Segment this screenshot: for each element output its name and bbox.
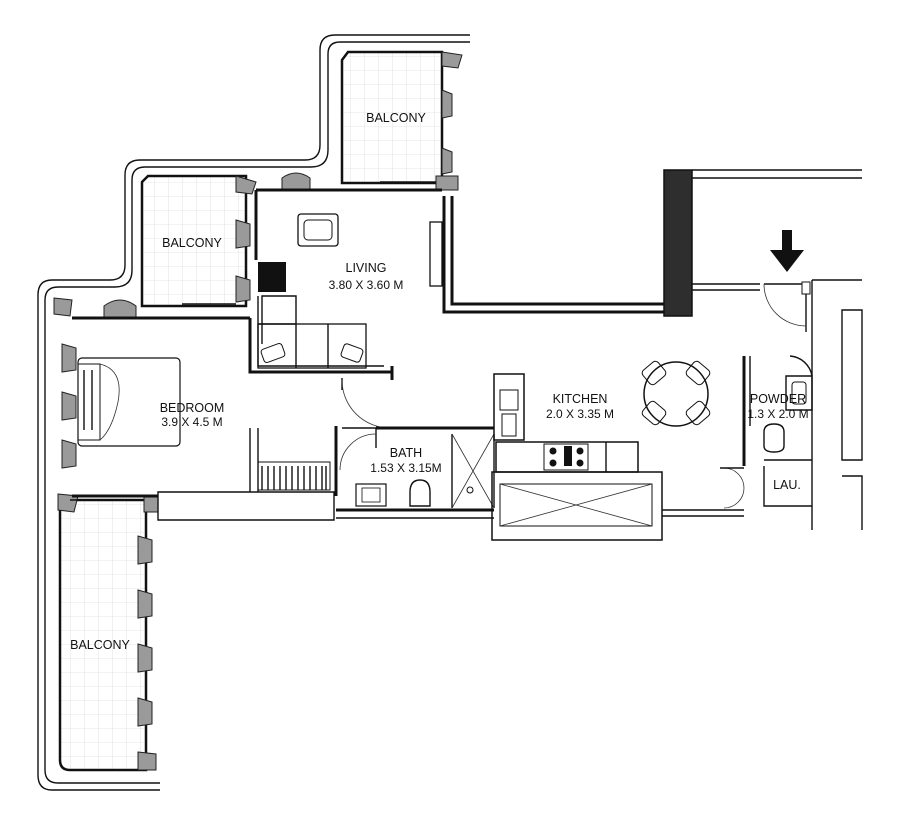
bedroom-label: BEDROOM [160,401,225,415]
balcony-top-label: BALCONY [366,111,426,125]
outer-building-outline [37,34,470,791]
powder-label: POWDER [750,392,806,406]
columns [53,51,463,771]
kitchen-counter [491,373,744,541]
tv-unit [258,262,286,292]
living-label: LIVING [346,261,387,275]
bed [77,357,181,447]
living-cabinet [429,221,443,287]
bedroom-size: 3.9 X 4.5 M [161,415,222,429]
sofa [257,295,367,369]
bath-size: 1.53 X 3.15M [370,461,441,475]
room-labels: BALCONY BALCONY BALCONY LIVING 3.80 X 3.… [70,111,809,652]
kitchen-label: KITCHEN [553,392,608,406]
balcony-tiles [58,50,444,772]
bath-label: BATH [390,446,422,460]
balcony-left-label: BALCONY [162,236,222,250]
powder-size: 1.3 X 2.0 M [747,407,808,421]
balcony-bottom-label: BALCONY [70,638,130,652]
armchair [297,213,339,247]
wardrobe [257,461,331,491]
living-size: 3.80 X 3.60 M [329,278,404,292]
walls [70,169,863,541]
laundry-label: LAU. [773,478,801,492]
dining-table [641,360,711,427]
arrow-down-icon [770,230,804,272]
kitchen-size: 2.0 X 3.35 M [546,407,614,421]
